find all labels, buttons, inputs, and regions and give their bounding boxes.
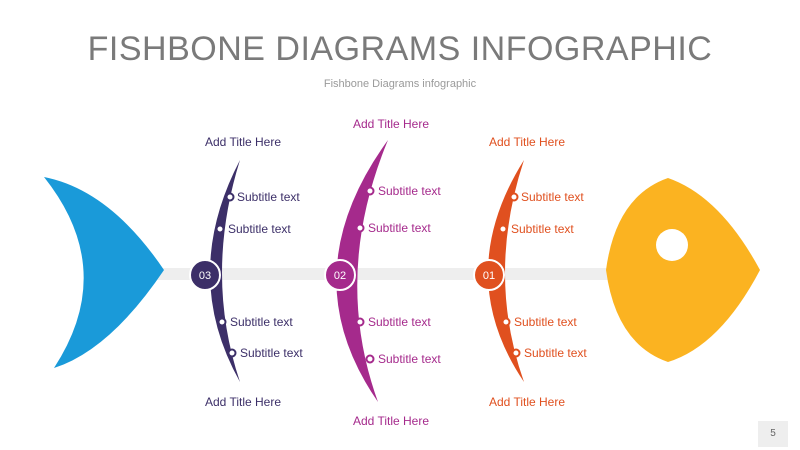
bone-03-rib (210, 160, 240, 382)
bone-03-number: 03 (199, 270, 211, 282)
bone-03-dot (227, 348, 237, 358)
bone-02-dot (355, 223, 365, 233)
bone-01-dot (498, 224, 508, 234)
bone-01-subtitle: Subtitle text (521, 190, 584, 204)
bone-03: 03 Add Title Here Add Title Here Subtitl… (189, 135, 303, 409)
bone-01-dot (509, 192, 519, 202)
page-number: 5 (758, 421, 788, 447)
bone-02-subtitle: Subtitle text (378, 184, 441, 198)
bone-02-bottom-title: Add Title Here (353, 414, 429, 428)
bone-03-subtitle: Subtitle text (237, 190, 300, 204)
bone-02-subtitle: Subtitle text (368, 221, 431, 235)
bone-02-badge (324, 259, 356, 291)
bone-03-subtitle: Subtitle text (240, 346, 303, 360)
bone-01-subtitle: Subtitle text (524, 346, 587, 360)
bone-01-number: 01 (483, 270, 495, 282)
bone-01-bottom-title: Add Title Here (489, 395, 565, 409)
bone-02-top-title: Add Title Here (353, 117, 429, 131)
bone-03-dot (217, 317, 227, 327)
bone-02-subtitle: Subtitle text (378, 352, 441, 366)
bone-03-bottom-title: Add Title Here (205, 395, 281, 409)
bone-03-subtitle: Subtitle text (228, 222, 291, 236)
bone-01-badge (473, 259, 505, 291)
bone-01-subtitle: Subtitle text (511, 222, 574, 236)
bone-03-badge (189, 259, 221, 291)
bone-03-top-title: Add Title Here (205, 135, 281, 149)
bone-02-rib (336, 140, 388, 402)
bone-03-dot (215, 224, 225, 234)
bone-01: 01 Add Title Here Add Title Here Subtitl… (473, 135, 587, 409)
bone-01-rib (488, 160, 524, 382)
bone-02: 02 Add Title Here Add Title Here Subtitl… (324, 117, 441, 428)
bone-02-dot (355, 317, 365, 327)
page-title: FISHBONE DIAGRAMS INFOGRAPHIC (87, 30, 713, 68)
fish-head (606, 178, 760, 362)
bone-01-dot (511, 348, 521, 358)
bone-03-dot (225, 192, 235, 202)
bone-02-number: 02 (334, 270, 346, 282)
page-subtitle: Fishbone Diagrams infographic (323, 78, 477, 90)
bone-01-top-title: Add Title Here (489, 135, 565, 149)
fish-eye (656, 229, 688, 261)
bone-02-subtitle: Subtitle text (368, 315, 431, 329)
bone-01-subtitle: Subtitle text (514, 315, 577, 329)
fish-tail (44, 177, 164, 368)
bone-01-dot (501, 317, 511, 327)
bone-02-dot (365, 186, 375, 196)
bone-03-subtitle: Subtitle text (230, 315, 293, 329)
bone-02-dot (365, 354, 375, 364)
